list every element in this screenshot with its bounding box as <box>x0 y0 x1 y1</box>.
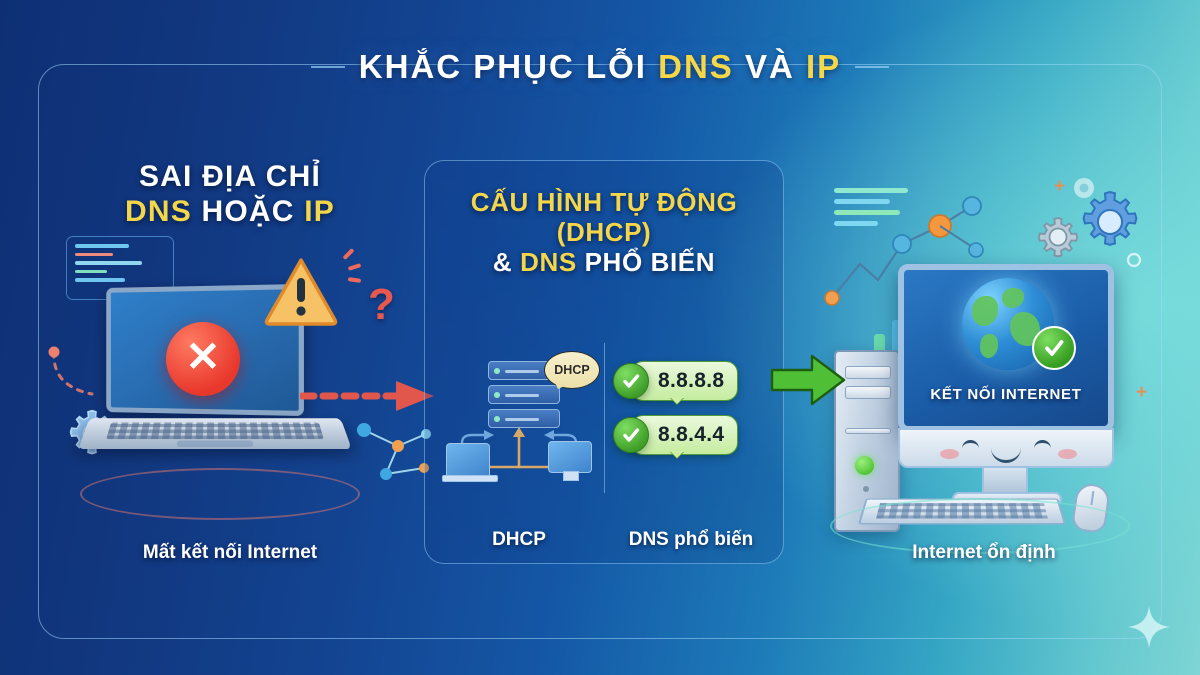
dns-server-item: 8.8.8.8 <box>613 361 773 401</box>
title-middle: VÀ <box>733 48 807 85</box>
title-ip: IP <box>806 48 842 85</box>
right-panel: + + <box>806 160 1162 580</box>
dns-sublabel: DNS phổ biến <box>628 529 754 550</box>
title-rule-left <box>310 66 345 68</box>
left-panel-caption: Mất kết nối Internet <box>142 542 318 563</box>
left-illustration: ✕ ? <box>48 230 434 520</box>
gears-decoration-icon <box>1037 178 1142 268</box>
left-panel-heading: SAI ĐỊA CHỈ DNS HOẶC IP <box>50 160 410 230</box>
page-title: KHẮC PHỤC LỖI DNS VÀ IP <box>359 48 841 86</box>
warning-triangle-icon <box>264 258 338 326</box>
face-eye-right <box>1034 440 1051 449</box>
mid-heading-line3: & DNS PHỔ BIẾN <box>425 247 783 277</box>
mid-heading-rest: PHỔ BIẾN <box>576 247 716 278</box>
code-line <box>75 278 125 282</box>
code-line <box>75 244 129 248</box>
title-rule-right <box>855 66 890 68</box>
dhcp-speech-bubble: DHCP <box>544 351 600 389</box>
middle-panel: CẤU HÌNH TỰ ĐỘNG (DHCP) & DNS PHỔ BIẾN D… <box>424 160 784 564</box>
left-heading-hoac: HOẶC <box>192 194 305 228</box>
server-unit <box>488 361 560 380</box>
title-prefix: KHẮC PHỤC LỖI <box>358 48 659 85</box>
mid-heading-amp: & <box>492 247 521 278</box>
warning-sparks-icon <box>342 247 366 288</box>
globe-icon <box>962 278 1054 370</box>
tower-vent <box>845 428 891 434</box>
middle-panel-body: DHCP <box>433 351 777 550</box>
desktop-glow-ellipse <box>830 498 1130 554</box>
check-circle-icon <box>613 417 649 453</box>
right-illustration: + + <box>806 166 1162 554</box>
dotted-arc-icon <box>48 346 94 396</box>
code-line <box>75 261 142 265</box>
face-cheek-right <box>1058 449 1077 459</box>
sparkle-icon <box>1128 606 1170 648</box>
green-arrow-icon <box>770 354 846 406</box>
question-mark-icon: ? <box>368 280 395 329</box>
laptop-illustration: ✕ <box>78 283 352 476</box>
dns-address-bubble: 8.8.8.8 <box>631 361 739 401</box>
chart-lines-decoration <box>834 188 914 230</box>
dns-address: 8.8.8.8 <box>658 369 725 392</box>
middle-panel-heading: CẤU HÌNH TỰ ĐỘNG (DHCP) & DNS PHỔ BIẾN <box>425 187 783 277</box>
dns-column: 8.8.8.8 8.8.4.4 DNS ph <box>605 351 777 550</box>
desktop-monitor: KẾT NỐI INTERNET <box>898 264 1114 432</box>
monitor-base-face <box>898 428 1114 468</box>
error-cross-glyph: ✕ <box>185 333 221 380</box>
client-laptop-icon <box>442 443 498 482</box>
dns-address: 8.8.4.4 <box>658 423 725 446</box>
line-chart-decoration <box>824 196 984 306</box>
laptop-glow-ellipse <box>80 468 360 520</box>
server-unit <box>488 385 560 404</box>
tower-indicator <box>863 486 869 492</box>
plus-decoration: + <box>1136 382 1148 403</box>
left-heading-ip: IP <box>304 194 335 228</box>
tower-drive-bay <box>845 366 891 379</box>
left-heading-dns: DNS <box>125 194 192 228</box>
screen-status-text: KẾT NỐI INTERNET <box>930 386 1082 403</box>
server-unit <box>488 409 560 428</box>
dns-server-item: 8.8.4.4 <box>613 415 773 455</box>
red-dashed-arrow-icon <box>300 381 434 411</box>
dhcp-illustration: DHCP <box>442 351 600 485</box>
laptop-trackpad <box>176 440 254 448</box>
face-cheek-left <box>940 449 959 459</box>
screen-check-icon <box>1032 326 1076 370</box>
face-smile <box>991 447 1021 463</box>
dns-server-list: 8.8.8.8 8.8.4.4 <box>613 361 773 469</box>
dhcp-sublabel: DHCP <box>492 529 546 550</box>
face-eye-left <box>962 440 979 449</box>
check-circle-icon <box>613 363 649 399</box>
power-led-icon <box>855 456 874 475</box>
title-bar: KHẮC PHỤC LỖI DNS VÀ IP <box>0 48 1200 86</box>
dhcp-column: DHCP <box>433 351 605 550</box>
code-line <box>75 252 113 256</box>
left-panel: SAI ĐỊA CHỈ DNS HOẶC IP <box>48 160 434 580</box>
mid-heading-dns: DNS <box>520 247 577 278</box>
code-line <box>75 269 108 273</box>
laptop-keys <box>105 422 325 440</box>
dhcp-bubble-label: DHCP <box>554 363 590 377</box>
title-dns: DNS <box>658 48 734 85</box>
tower-drive-bay <box>845 386 891 399</box>
middle-panel-divider <box>604 343 606 493</box>
client-monitor-icon <box>548 441 592 481</box>
left-heading-line1: SAI ĐỊA CHỈ <box>138 160 322 193</box>
left-heading-line2: DNS HOẶC IP <box>50 195 410 230</box>
plus-decoration: + <box>1054 176 1066 197</box>
error-cross-icon: ✕ <box>166 322 240 396</box>
mid-heading-line1: CẤU HÌNH TỰ ĐỘNG <box>470 187 738 217</box>
right-panel-caption: Internet ổn định <box>912 542 1056 563</box>
dns-address-bubble: 8.8.4.4 <box>631 415 739 455</box>
mid-heading-line2: (DHCP) <box>556 217 652 248</box>
laptop-keyboard-base <box>78 418 352 450</box>
